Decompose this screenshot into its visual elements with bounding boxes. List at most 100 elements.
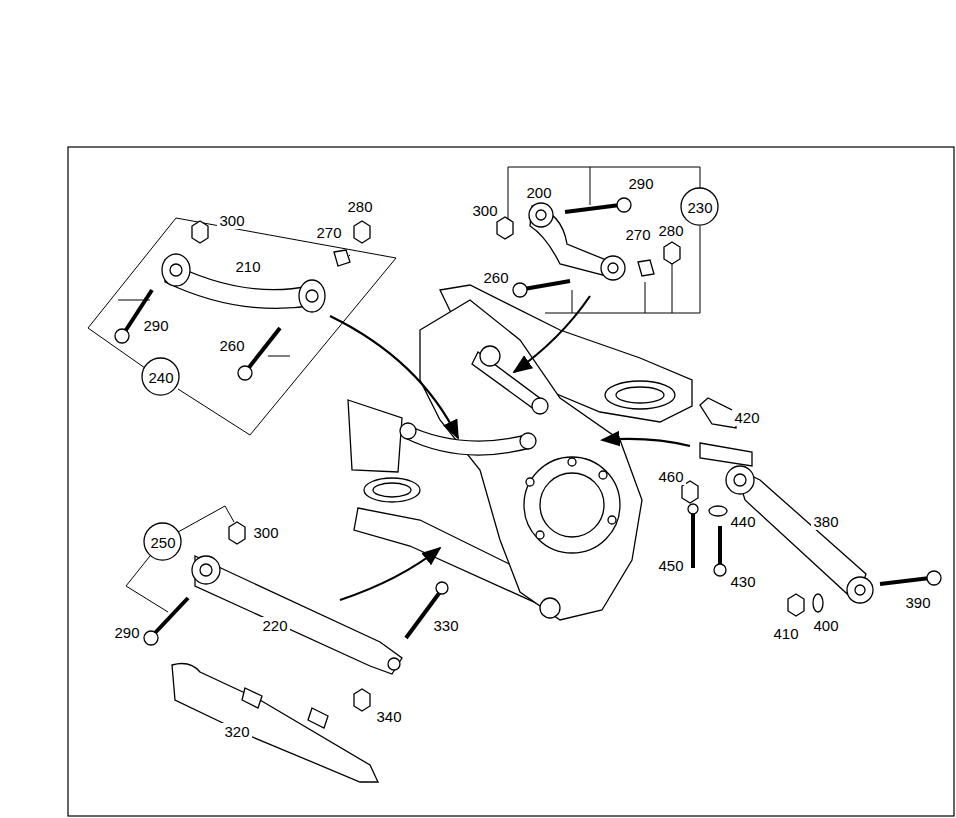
fasteners bbox=[354, 689, 370, 711]
wheel-carrier bbox=[480, 346, 500, 366]
callout-number: 220 bbox=[260, 617, 289, 634]
fasteners bbox=[334, 250, 350, 266]
fasteners bbox=[497, 217, 513, 239]
callout-number: 260 bbox=[481, 269, 510, 286]
fasteners bbox=[115, 198, 941, 711]
fasteners bbox=[436, 582, 448, 594]
loose-arms bbox=[195, 556, 402, 674]
callout-number: 290 bbox=[626, 175, 655, 192]
loose-arms bbox=[162, 254, 190, 286]
fasteners bbox=[638, 260, 654, 276]
loose-arms bbox=[530, 206, 606, 276]
loose-arms bbox=[608, 263, 618, 273]
callout-number: 390 bbox=[903, 594, 932, 611]
fasteners bbox=[513, 283, 527, 297]
callout-number: 340 bbox=[374, 708, 403, 725]
callout-number: 280 bbox=[656, 222, 685, 239]
callout-number: 440 bbox=[728, 513, 757, 530]
callout-holder: 230 bbox=[680, 187, 719, 226]
callout-number: 300 bbox=[251, 524, 280, 541]
wheel-carrier bbox=[400, 300, 642, 620]
loose-arms bbox=[192, 556, 220, 584]
fasteners bbox=[709, 506, 727, 516]
callout-number: 290 bbox=[112, 624, 141, 641]
subframe bbox=[364, 478, 420, 502]
callout-number: 210 bbox=[233, 258, 262, 275]
wheel-carrier bbox=[536, 531, 544, 539]
loose-arms bbox=[170, 264, 182, 276]
callout-number: 270 bbox=[623, 226, 652, 243]
fasteners bbox=[788, 594, 804, 616]
wheel-carrier bbox=[524, 457, 620, 553]
callout-number: 300 bbox=[217, 212, 246, 229]
callout-number: 430 bbox=[728, 573, 757, 590]
group-bracket bbox=[508, 167, 700, 313]
group-callout: 230 bbox=[680, 187, 719, 226]
loose-arms bbox=[242, 688, 328, 728]
fasteners bbox=[229, 522, 245, 544]
wheel-carrier bbox=[420, 300, 642, 620]
loose-arms bbox=[734, 474, 746, 486]
fitting-arrows bbox=[330, 296, 690, 600]
frame bbox=[68, 147, 954, 816]
fitting-arrows bbox=[514, 296, 590, 372]
wheel-carrier bbox=[608, 516, 616, 524]
fasteners bbox=[565, 205, 620, 212]
fitting-arrows bbox=[602, 439, 690, 446]
group-callout: 240 bbox=[141, 357, 180, 396]
callout-number: 320 bbox=[222, 723, 251, 740]
loose-arms bbox=[172, 664, 378, 782]
callout-number: 400 bbox=[811, 617, 840, 634]
callout-number: 410 bbox=[771, 625, 800, 642]
fasteners bbox=[617, 198, 631, 212]
loose-arms bbox=[299, 280, 325, 312]
callout-number: 450 bbox=[656, 557, 685, 574]
fasteners bbox=[927, 571, 941, 585]
subframe bbox=[605, 381, 675, 409]
wheel-carrier bbox=[540, 473, 604, 537]
callout-number: 280 bbox=[345, 198, 374, 215]
callout-number: 240 bbox=[148, 369, 173, 386]
fasteners bbox=[664, 242, 680, 264]
fasteners bbox=[354, 221, 370, 243]
wheel-carrier bbox=[405, 424, 530, 455]
loose-arms bbox=[855, 585, 865, 595]
fasteners bbox=[154, 598, 188, 634]
fasteners bbox=[813, 594, 823, 612]
wheel-carrier bbox=[526, 478, 534, 486]
callout-holder: 240 bbox=[141, 357, 180, 396]
loose-arms bbox=[601, 256, 625, 280]
loose-arms bbox=[726, 466, 754, 494]
loose-arms bbox=[847, 577, 873, 603]
fitting-arrows bbox=[330, 316, 458, 438]
callout-circle bbox=[144, 523, 181, 560]
loose-arms bbox=[388, 658, 400, 670]
callout-number: 420 bbox=[732, 409, 761, 426]
subframe bbox=[616, 387, 664, 403]
fasteners bbox=[880, 578, 930, 584]
loose-arms bbox=[306, 290, 318, 302]
wheel-carrier bbox=[400, 423, 416, 439]
loose-arms bbox=[700, 398, 736, 428]
callout-holder: 250 bbox=[143, 522, 182, 561]
wheel-carrier bbox=[568, 458, 576, 466]
callout-number: 260 bbox=[217, 337, 246, 354]
wheel-carrier bbox=[520, 433, 536, 449]
callout-number: 200 bbox=[524, 184, 553, 201]
callout-number: 270 bbox=[314, 224, 343, 241]
callout-number: 380 bbox=[811, 513, 840, 530]
wheel-carrier bbox=[599, 471, 607, 479]
fasteners bbox=[192, 221, 208, 243]
loose-arms bbox=[200, 564, 212, 576]
fitting-arrows bbox=[340, 548, 440, 600]
callout-number: 230 bbox=[687, 199, 712, 216]
fasteners bbox=[718, 526, 722, 566]
subframe bbox=[348, 400, 402, 472]
fasteners bbox=[714, 564, 726, 576]
wheel-carrier bbox=[540, 598, 560, 618]
fasteners bbox=[524, 281, 570, 289]
callout-circle bbox=[142, 358, 179, 395]
